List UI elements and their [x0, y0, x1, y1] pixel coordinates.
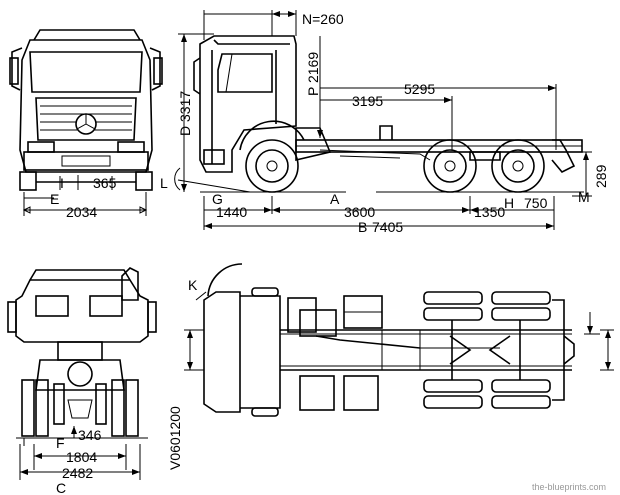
rear-view [7, 267, 157, 480]
watermark: the-blueprints.com [532, 482, 606, 492]
dim-label-g: G [212, 191, 223, 207]
dim-d: D 3317 [177, 91, 193, 136]
dim-label-b: B [358, 219, 367, 235]
dim-label-m: M [578, 189, 590, 205]
dim-label-e: E [50, 191, 59, 207]
dim-label-k: K [188, 277, 198, 293]
side-view [174, 10, 592, 230]
dim-label-l: L [160, 175, 168, 191]
dim-289: 289 [593, 164, 609, 188]
dim-p: P 2169 [305, 52, 321, 96]
dim-1804: 1804 [66, 449, 97, 465]
dim-7405: 7405 [372, 219, 403, 235]
dim-1350: 1350 [474, 204, 505, 220]
dim-2482: 2482 [62, 465, 93, 481]
dim-label-a: A [330, 191, 340, 207]
dim-value-365: 365 [93, 175, 117, 191]
drawing-id: V0601200 [167, 406, 183, 470]
dim-value-2034: 2034 [66, 204, 97, 220]
dim-label-h: H [504, 195, 514, 211]
dim-3195: 3195 [352, 93, 383, 109]
dim-750: 750 [524, 195, 548, 211]
dim-label-f: F [56, 435, 65, 451]
dim-label-c: C [56, 480, 66, 495]
dim-label-i: I [60, 175, 64, 191]
dim-5295: 5295 [404, 81, 435, 97]
front-view [9, 29, 163, 216]
dim-346: 346 [78, 427, 102, 443]
dim-3600: 3600 [344, 204, 375, 220]
top-view [184, 263, 614, 417]
dim-n: N=260 [302, 11, 344, 27]
dim-1440: 1440 [216, 204, 247, 220]
